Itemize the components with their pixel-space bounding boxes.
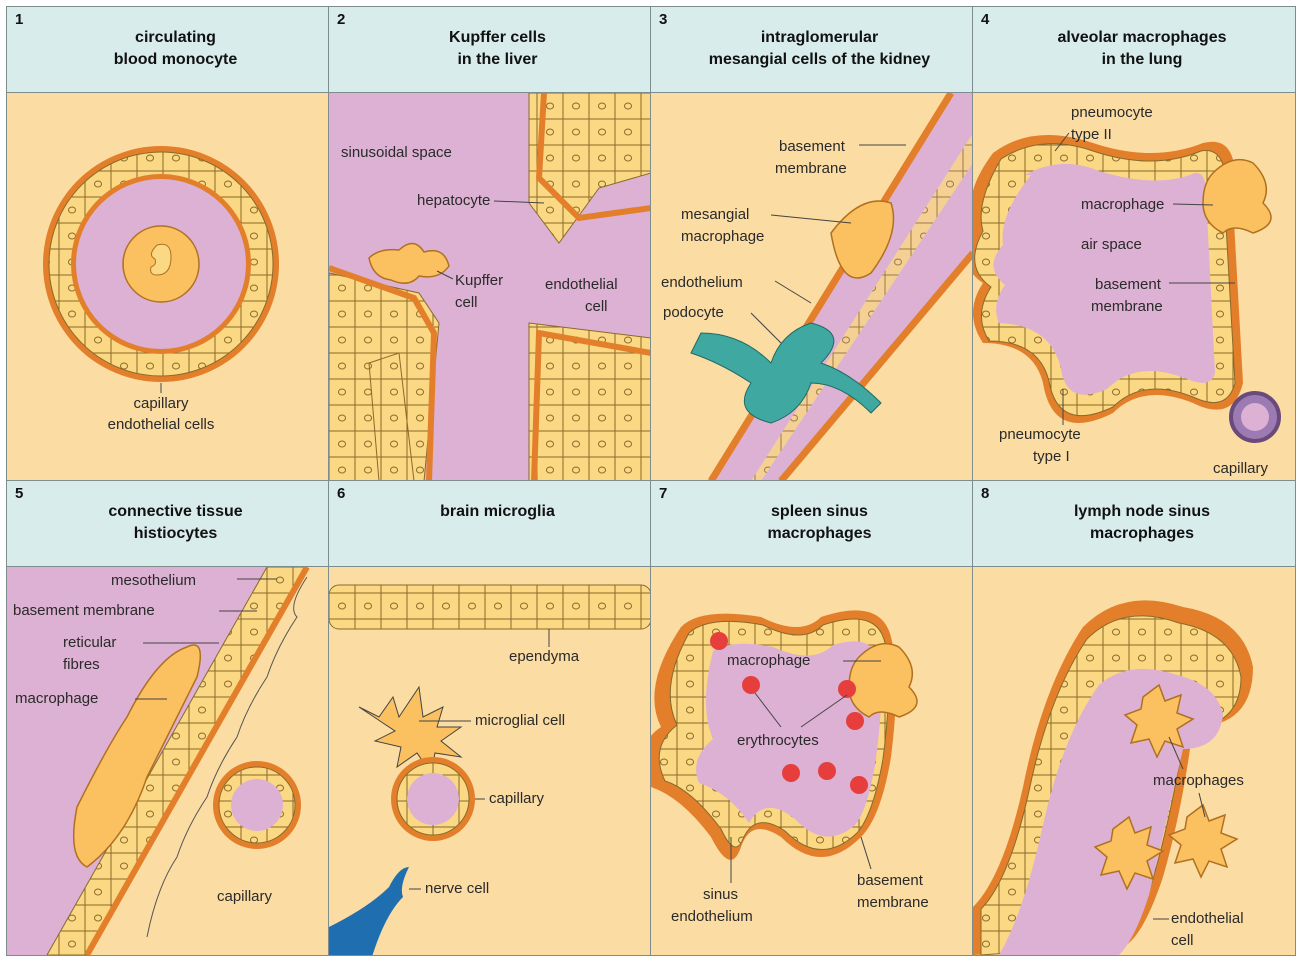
panel-title: connective tissue histiocytes [29,501,322,545]
spleen-illustration: macrophage erythrocytes sinus endotheliu… [651,567,973,955]
panel-brain-microglia: 6 brain microglia ependyma microglial ce… [329,481,651,955]
panel-title: alveolar macrophages in the lung [995,27,1289,71]
pneumocyte-type-i-label-2: type I [1033,448,1070,465]
pneumocyte-type-ii-label: pneumocyte [1071,104,1153,121]
mesangial-macrophage-label-2: macrophage [681,228,764,245]
reticular-fibres-label-2: fibres [63,656,100,673]
panel-header: 5 connective tissue histiocytes [7,481,328,567]
panel-number: 1 [15,11,23,28]
reticular-fibres-label: reticular [63,634,116,651]
panel-title: lymph node sinus macrophages [995,501,1289,545]
brain-illustration: ependyma microglial cell capillary nerve… [329,567,651,955]
nerve-cell-label: nerve cell [425,880,489,897]
basement-membrane-label: basement [857,872,924,889]
panel-number: 8 [981,485,989,502]
macrophage-label: macrophage [727,652,810,669]
endothelial-cells-label: endothelial cells [108,416,215,433]
basement-membrane-label: basement [779,138,846,155]
panel-number: 4 [981,11,989,28]
macrophage-label: macrophage [15,690,98,707]
panel-title: brain microglia [351,501,644,523]
monocyte-illustration: capillary endothelial cells [7,93,329,481]
panel-spleen-sinus: 7 spleen sinus macrophages macrophage [651,481,973,955]
microglial-cell-label: microglial cell [475,712,565,729]
panel-number: 2 [337,11,345,28]
panel-header: 2 Kupffer cells in the liver [329,7,650,93]
basement-membrane-label: basement [1095,276,1162,293]
panel-title: circulating blood monocyte [29,27,322,71]
basement-membrane-label-2: membrane [1091,298,1163,315]
lung-illustration: pneumocyte type II macrophage air space … [973,93,1295,481]
sinusoidal-space-label: sinusoidal space [341,144,452,161]
endothelium-label: endothelium [661,274,743,291]
macrophages-label: macrophages [1153,772,1244,789]
ependyma-layer [329,585,651,629]
panel-mesangial-cells: 3 intraglomerular mesangial cells of the… [651,7,973,481]
capillary-label: capillary [133,395,189,412]
sinus-endothelium-label: sinus [703,886,738,903]
macrophage-label: macrophage [1081,196,1164,213]
endothelial-cell-label: endothelial [1171,910,1244,927]
basement-membrane-label-2: membrane [857,894,929,911]
mesothelium-label: mesothelium [111,572,196,589]
liver-illustration: sinusoidal space hepatocyte Kupffer cell… [329,93,651,481]
capillary-label: capillary [489,790,545,807]
panel-header: 8 lymph node sinus macrophages [973,481,1295,567]
panel-connective-tissue: 5 connective tissue histiocytes mesothel… [7,481,329,955]
panel-header: 4 alveolar macrophages in the lung [973,7,1295,93]
panel-title: Kupffer cells in the liver [351,27,644,71]
capillary-label: capillary [217,888,273,905]
kupffer-cell-label: Kupffer [455,272,503,289]
lymph-macrophage-2 [1169,805,1237,877]
basement-membrane-label-2: membrane [775,160,847,177]
air-space-label: air space [1081,236,1142,253]
panel-blood-monocyte: 1 circulating blood monocyte capillary e… [7,7,329,481]
hepatocyte-label: hepatocyte [417,192,490,209]
panel-lymph-node-sinus: 8 lymph node sinus macrophages macrophag… [973,481,1295,955]
endothelial-cell-label: endothelial [545,276,618,293]
pneumocyte-type-i-label: pneumocyte [999,426,1081,443]
podocyte-label: podocyte [663,304,724,321]
panel-number: 3 [659,11,667,28]
mesangial-macrophage-label: mesangial [681,206,749,223]
pneumocyte-type-ii-label-2: type II [1071,126,1112,143]
kidney-illustration: basement membrane mesangial macrophage e… [651,93,973,481]
endothelial-cell-label-2: cell [1171,932,1194,949]
sinus-endothelium-label-2: endothelium [671,908,753,925]
kupffer-cell-label-2: cell [455,294,478,311]
panel-number: 7 [659,485,667,502]
panel-header: 7 spleen sinus macrophages [651,481,972,567]
panel-alveolar-macrophages: 4 alveolar macrophages in the lung pneum… [973,7,1295,481]
panel-header: 6 brain microglia [329,481,650,567]
erythrocytes-label: erythrocytes [737,732,819,749]
capillary-label: capillary [1213,460,1269,477]
nerve-cell [329,867,409,955]
panel-number: 5 [15,485,23,502]
ependyma-label: ependyma [509,648,580,665]
lymph-node-illustration: macrophages endothelial cell [973,567,1295,955]
panel-title: intraglomerular mesangial cells of the k… [673,27,966,71]
panel-number: 6 [337,485,345,502]
connective-tissue-illustration: mesothelium basement membrane reticular … [7,567,329,955]
basement-membrane-label: basement membrane [13,602,155,619]
endothelial-cell-label-2: cell [585,298,608,315]
panel-header: 1 circulating blood monocyte [7,7,328,93]
panel-header: 3 intraglomerular mesangial cells of the… [651,7,972,93]
panel-title: spleen sinus macrophages [673,501,966,545]
panel-kupffer-cells: 2 Kupffer cells in the liver sinusoidal … [329,7,651,481]
